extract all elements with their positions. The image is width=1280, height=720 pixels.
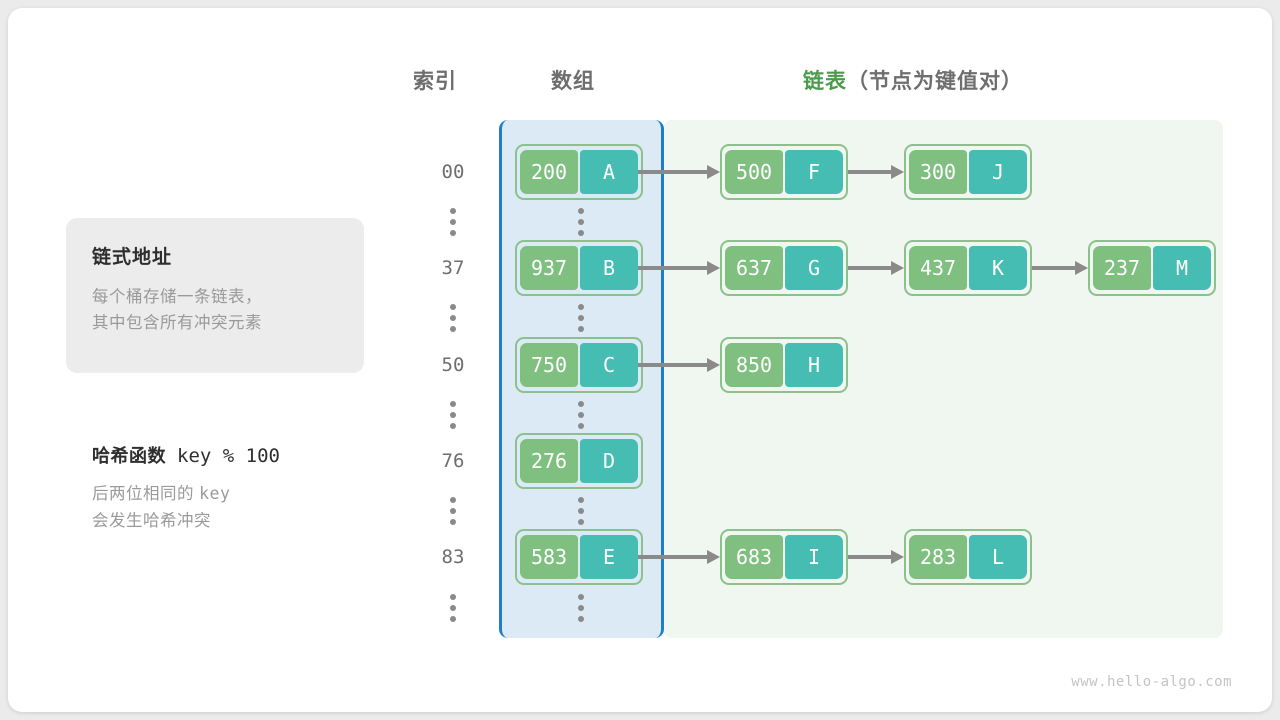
link-arrow-icon	[638, 550, 720, 564]
header-linked-list-accent: 链表	[803, 70, 847, 93]
row-index-label: 83	[441, 546, 465, 568]
hash-note-line-2: 会发生哈希冲突	[92, 512, 211, 530]
link-arrow-icon	[638, 261, 720, 275]
hash-note-line-1: 后两位相同的 key	[92, 480, 392, 508]
array-ellipsis-icon	[578, 401, 584, 429]
node-value: I	[785, 535, 843, 579]
node-key: 637	[725, 246, 783, 290]
hash-function-title: 哈希函数 key % 100	[92, 442, 392, 468]
array-ellipsis-icon	[578, 594, 584, 622]
node-key: 500	[725, 150, 783, 194]
node-key: 437	[909, 246, 967, 290]
header-linked-list-sub: （节点为键值对）	[847, 70, 1023, 93]
info-card: 链式地址 每个桶存储一条链表， 其中包含所有冲突元素	[66, 218, 364, 373]
node-key: 200	[520, 150, 578, 194]
node-value: D	[580, 439, 638, 483]
node-value: K	[969, 246, 1027, 290]
info-card-title: 链式地址	[92, 247, 173, 268]
index-ellipsis-icon	[450, 594, 456, 622]
node-value: L	[969, 535, 1027, 579]
link-arrow-icon	[848, 165, 904, 179]
node-value: E	[580, 535, 638, 579]
node-value: B	[580, 246, 638, 290]
index-ellipsis-icon	[450, 401, 456, 429]
link-arrow-icon	[638, 358, 720, 372]
node-key: 750	[520, 343, 578, 387]
header-index: 索引	[413, 70, 457, 93]
header-array: 数组	[551, 70, 595, 93]
footer-watermark: www.hello-algo.com	[1071, 674, 1232, 690]
node-value: A	[580, 150, 638, 194]
node-key: 850	[725, 343, 783, 387]
node-key: 276	[520, 439, 578, 483]
node-key: 300	[909, 150, 967, 194]
node-key: 583	[520, 535, 578, 579]
hash-note-line-1-text: 后两位相同的	[92, 485, 194, 503]
row-index-label: 00	[441, 161, 465, 183]
array-ellipsis-icon	[578, 208, 584, 236]
header-linked-list: 链表（节点为键值对）	[803, 65, 1023, 95]
node-value: C	[580, 343, 638, 387]
node-key: 237	[1093, 246, 1151, 290]
array-ellipsis-icon	[578, 304, 584, 332]
node-value: G	[785, 246, 843, 290]
node-value: J	[969, 150, 1027, 194]
row-index-label: 76	[441, 450, 465, 472]
node-key: 283	[909, 535, 967, 579]
array-ellipsis-icon	[578, 497, 584, 525]
node-key: 683	[725, 535, 783, 579]
diagram-card: 索引 数组 链表（节点为键值对） 链式地址 每个桶存储一条链表， 其中包含所有冲…	[8, 8, 1272, 712]
hash-function-note: 哈希函数 key % 100 后两位相同的 key 会发生哈希冲突	[92, 442, 392, 535]
hash-function-label: 哈希函数	[92, 446, 166, 466]
link-arrow-icon	[638, 165, 720, 179]
link-arrow-icon	[1032, 261, 1088, 275]
hash-function-expression: key % 100	[177, 445, 280, 467]
info-card-line-2: 其中包含所有冲突元素	[92, 314, 262, 332]
index-ellipsis-icon	[450, 304, 456, 332]
node-value: H	[785, 343, 843, 387]
link-arrow-icon	[848, 261, 904, 275]
row-index-label: 50	[441, 354, 465, 376]
hash-note-line-1-key: key	[199, 484, 231, 503]
info-card-line-1: 每个桶存储一条链表，	[92, 288, 262, 306]
link-arrow-icon	[848, 550, 904, 564]
node-value: F	[785, 150, 843, 194]
index-ellipsis-icon	[450, 208, 456, 236]
index-ellipsis-icon	[450, 497, 456, 525]
node-key: 937	[520, 246, 578, 290]
node-value: M	[1153, 246, 1211, 290]
row-index-label: 37	[441, 257, 465, 279]
